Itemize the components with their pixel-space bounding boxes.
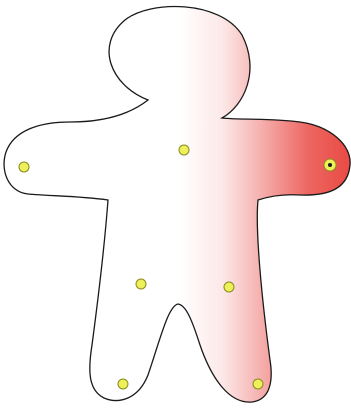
control-point-left-hip[interactable] <box>136 279 146 289</box>
control-point-chest[interactable] <box>179 145 189 155</box>
selected-point-marker <box>328 163 332 167</box>
control-point-right-foot[interactable] <box>253 379 263 389</box>
control-point-left-hand[interactable] <box>19 162 29 172</box>
control-point-right-hip[interactable] <box>224 282 234 292</box>
control-point-left-foot[interactable] <box>118 379 128 389</box>
